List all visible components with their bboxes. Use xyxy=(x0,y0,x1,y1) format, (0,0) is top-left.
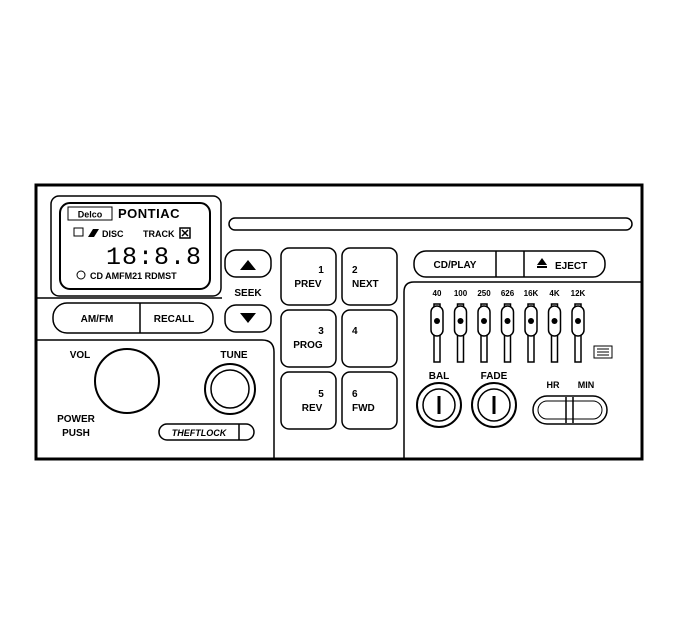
eq-slider-dot xyxy=(481,318,487,324)
tune-label: TUNE xyxy=(220,350,248,361)
display-stereo-icon xyxy=(179,227,191,239)
fade-label: FADE xyxy=(481,371,508,382)
eq-band-label: 250 xyxy=(477,289,491,298)
triangle-down-icon xyxy=(240,313,256,323)
theftlock-indicator xyxy=(158,423,255,441)
preset-2-name: NEXT xyxy=(352,279,379,290)
eject-icon-bar xyxy=(537,266,547,268)
balance-knob[interactable] xyxy=(416,382,462,428)
divider-knob-area xyxy=(36,339,275,459)
hr-label: HR xyxy=(547,380,560,390)
preset-6-name: FWD xyxy=(352,403,375,414)
eject-label: EJECT xyxy=(555,261,587,272)
preset-button-4[interactable] xyxy=(341,309,398,368)
eq-slider-dot xyxy=(434,318,440,324)
recall-label: RECALL xyxy=(154,314,195,325)
display-indicators: CD AMFM21 RDMST xyxy=(90,271,177,281)
preset-button-6[interactable] xyxy=(341,371,398,430)
display-bezel xyxy=(50,195,222,297)
preset-3-name: PROG xyxy=(293,340,323,351)
preset-button-5[interactable] xyxy=(280,371,337,430)
seek-up-button[interactable] xyxy=(224,249,272,278)
balance-knob-inner xyxy=(422,388,456,422)
tune-knob-inner xyxy=(210,369,250,409)
preset-2-number: 2 xyxy=(352,265,358,276)
display-digits: 18:8.8 xyxy=(106,243,202,272)
preset-4-number: 4 xyxy=(352,326,358,337)
clock-rocker-inner xyxy=(537,400,603,420)
power-label: POWER xyxy=(57,414,96,425)
display-disc-icon xyxy=(76,270,86,280)
eq-slider-dot xyxy=(457,318,464,324)
seek-down-button[interactable] xyxy=(224,304,272,333)
brand-model: PONTIAC xyxy=(118,206,180,221)
eq-band-label: 626 xyxy=(501,289,515,298)
volume-knob[interactable] xyxy=(94,348,160,414)
fade-knob[interactable] xyxy=(471,382,517,428)
preset-6-number: 6 xyxy=(352,389,358,400)
cd-button-group xyxy=(413,250,606,278)
cd-slot[interactable] xyxy=(228,217,633,231)
cd-play-label: CD/PLAY xyxy=(434,260,477,271)
delco-logo-box xyxy=(67,206,113,221)
band-button-group xyxy=(52,302,214,334)
preset-button-2[interactable] xyxy=(341,247,398,306)
preset-5-name: REV xyxy=(302,403,323,414)
vol-label: VOL xyxy=(70,350,91,361)
bal-label: BAL xyxy=(429,371,450,382)
min-label: MIN xyxy=(578,380,595,390)
compact-disc-logo-lines xyxy=(597,348,609,356)
display-stereo-glyph xyxy=(181,229,189,237)
divider-eq-area xyxy=(403,281,642,459)
eq-band-label: 40 xyxy=(433,289,442,298)
preset-5-number: 5 xyxy=(318,389,324,400)
eq-band-label: 12K xyxy=(571,289,586,298)
eq-band-label: 4K xyxy=(549,289,559,298)
brand-maker: Delco xyxy=(78,210,103,220)
preset-1-name: PREV xyxy=(294,279,322,290)
fade-knob-inner xyxy=(477,388,511,422)
triangle-up-icon xyxy=(240,260,256,270)
theftlock-label: THEFTLOCK xyxy=(172,428,228,438)
display-track: TRACK xyxy=(143,229,175,239)
compact-disc-logo-icon xyxy=(593,345,613,359)
eq-band-label: 100 xyxy=(454,289,468,298)
preset-3-number: 3 xyxy=(318,326,324,337)
eq-band-label: 16K xyxy=(524,289,539,298)
preset-button-3[interactable] xyxy=(280,309,337,368)
equalizer: 40 100 250 626 16K 4K 12K xyxy=(430,289,586,363)
display-screen xyxy=(59,202,211,290)
display-signal-icon xyxy=(88,229,99,237)
eq-slider-dot xyxy=(551,318,558,324)
display-tape-icon xyxy=(73,227,84,237)
radio-faceplate xyxy=(34,183,644,461)
amfm-label: AM/FM xyxy=(81,314,114,325)
preset-button-1[interactable] xyxy=(280,247,337,306)
display-disc: DISC xyxy=(102,229,124,239)
preset-1-number: 1 xyxy=(318,265,324,276)
tune-knob[interactable] xyxy=(204,363,256,415)
seek-label: SEEK xyxy=(234,288,262,299)
eq-slider-dot xyxy=(504,318,511,324)
eject-icon xyxy=(537,258,547,265)
eq-slider-dot xyxy=(528,318,534,324)
eq-slider-dot xyxy=(575,318,581,324)
clock-rocker xyxy=(532,395,608,425)
push-label: PUSH xyxy=(62,428,90,439)
